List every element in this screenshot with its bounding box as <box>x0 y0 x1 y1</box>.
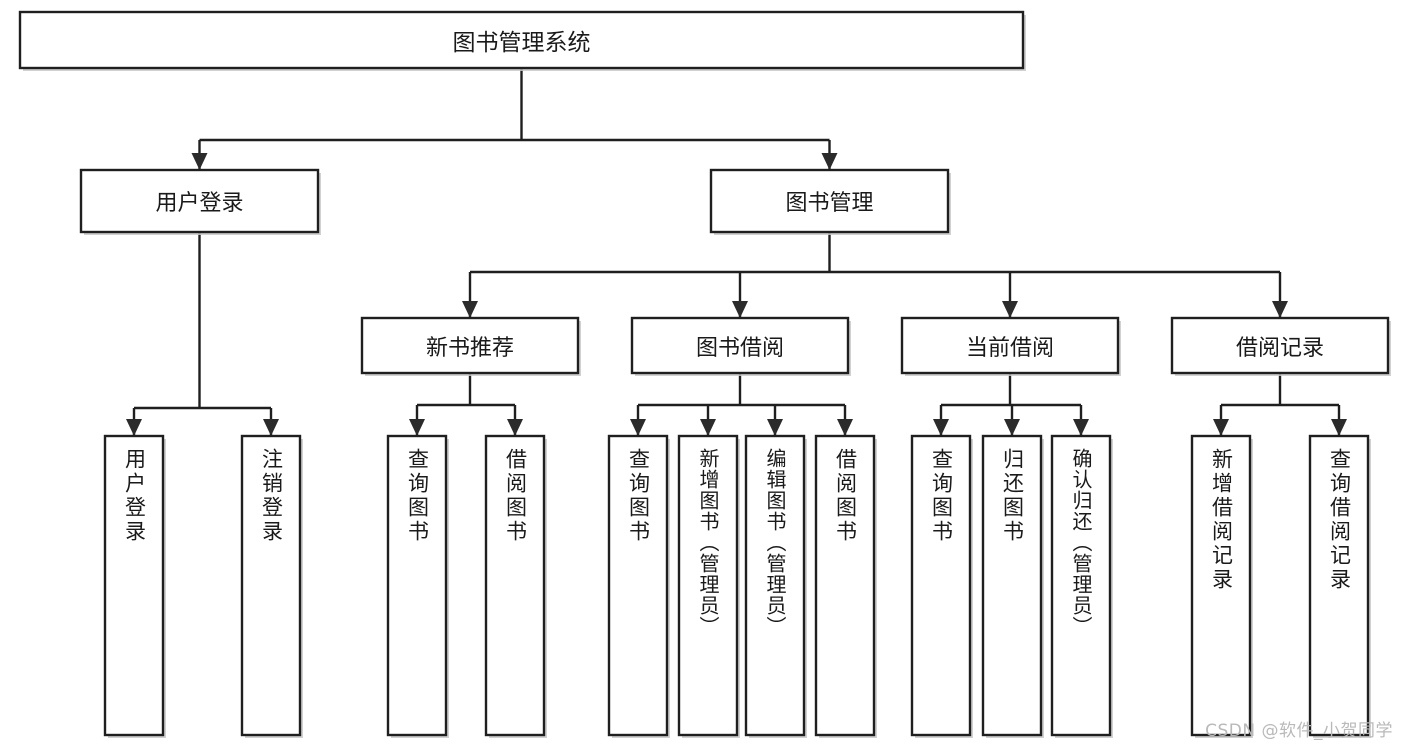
node-book-manage[interactable] <box>709 168 951 235</box>
node-rect-leaf-query-borrow-record[interactable] <box>1308 434 1370 737</box>
arrow-current-borrow <box>1002 301 1018 318</box>
watermark: CSDN @软件_小贺同学 <box>1205 721 1393 741</box>
node-rect-user-login[interactable] <box>79 168 320 234</box>
node-leaf-return-book[interactable] <box>981 434 1044 738</box>
node-user-login[interactable] <box>79 168 321 235</box>
arrow-user-login <box>191 153 208 170</box>
node-rect-borrow-record[interactable] <box>1170 316 1390 375</box>
node-leaf-user-login[interactable] <box>103 434 166 738</box>
node-rect-leaf-add-book-admin[interactable] <box>677 434 739 737</box>
node-rect-book-manage[interactable] <box>709 168 950 234</box>
node-leaf-query-borrow-record[interactable] <box>1308 434 1371 738</box>
node-leaf-query-book-borrow[interactable] <box>607 434 670 738</box>
node-leaf-logout-login[interactable] <box>240 434 303 738</box>
arrow-leaf-query-book-borrow <box>630 419 646 436</box>
arrow-leaf-return-book <box>1004 419 1020 436</box>
node-rect-new-book-recommend[interactable] <box>360 316 580 375</box>
node-leaf-add-book-admin[interactable] <box>677 434 740 738</box>
arrow-leaf-query-book-current <box>933 419 949 436</box>
node-leaf-confirm-return-admin[interactable] <box>1050 434 1113 738</box>
node-rect-root[interactable] <box>18 10 1025 70</box>
node-rect-leaf-borrow-book[interactable] <box>814 434 876 737</box>
arrow-leaf-add-book-admin <box>700 419 716 436</box>
arrow-leaf-borrow-book-recommend <box>507 419 523 436</box>
arrow-book-manage <box>821 153 838 170</box>
node-rect-leaf-confirm-return-admin[interactable] <box>1050 434 1112 737</box>
node-leaf-add-borrow-record[interactable] <box>1190 434 1253 738</box>
arrow-leaf-user-login <box>126 419 142 436</box>
node-leaf-query-book-recommend[interactable] <box>386 434 449 738</box>
node-current-borrow[interactable] <box>900 316 1121 376</box>
arrow-book-borrow <box>732 301 748 318</box>
node-rect-leaf-query-book-borrow[interactable] <box>607 434 669 737</box>
node-borrow-record[interactable] <box>1170 316 1391 376</box>
node-book-borrow[interactable] <box>630 316 851 376</box>
arrow-leaf-borrow-book <box>837 419 853 436</box>
arrow-leaf-logout-login <box>263 419 279 436</box>
arrow-leaf-add-borrow-record <box>1213 419 1229 436</box>
node-layer <box>18 10 1391 738</box>
node-rect-book-borrow[interactable] <box>630 316 850 375</box>
node-leaf-borrow-book[interactable] <box>814 434 877 738</box>
arrow-new-book-recommend <box>462 301 478 318</box>
node-rect-leaf-user-login[interactable] <box>103 434 165 737</box>
arrow-borrow-record <box>1272 301 1288 318</box>
node-leaf-edit-book-admin[interactable] <box>744 434 807 738</box>
arrow-leaf-query-book-recommend <box>409 419 425 436</box>
node-leaf-query-book-current[interactable] <box>910 434 973 738</box>
node-root[interactable] <box>18 10 1026 71</box>
arrow-leaf-confirm-return-admin <box>1073 419 1089 436</box>
node-rect-current-borrow[interactable] <box>900 316 1120 375</box>
node-rect-leaf-add-borrow-record[interactable] <box>1190 434 1252 737</box>
node-rect-leaf-logout-login[interactable] <box>240 434 302 737</box>
node-rect-leaf-query-book-recommend[interactable] <box>386 434 448 737</box>
node-rect-leaf-edit-book-admin[interactable] <box>744 434 806 737</box>
node-leaf-borrow-book-recommend[interactable] <box>484 434 547 738</box>
connector-layer <box>126 68 1347 436</box>
node-rect-leaf-borrow-book-recommend[interactable] <box>484 434 546 737</box>
node-rect-leaf-query-book-current[interactable] <box>910 434 972 737</box>
arrow-leaf-query-borrow-record <box>1331 419 1347 436</box>
node-new-book-recommend[interactable] <box>360 316 581 376</box>
arrow-leaf-edit-book-admin <box>767 419 783 436</box>
node-rect-leaf-return-book[interactable] <box>981 434 1043 737</box>
